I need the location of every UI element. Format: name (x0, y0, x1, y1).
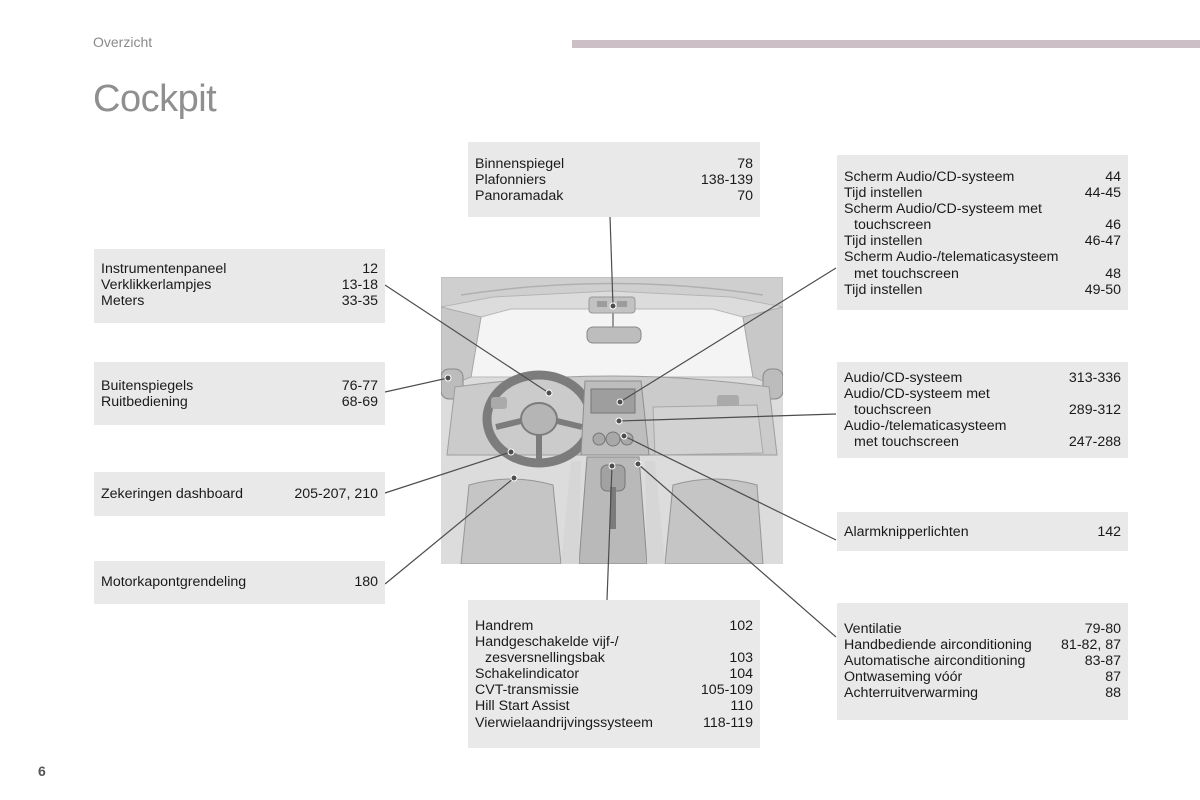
page-number: 6 (38, 763, 46, 779)
entry-row: Audio-/telematicasysteem (844, 418, 1007, 435)
entry-row: Handgeschakelde vijf-/ (475, 634, 619, 651)
page-title: Cockpit (93, 78, 217, 120)
entry-row: Scherm Audio/CD-systeem met (844, 201, 1042, 218)
cockpit-illustration (441, 277, 783, 564)
section-label: Overzicht (93, 34, 153, 50)
header-bar (572, 40, 1200, 48)
entry-row: Scherm Audio-/telematicasysteem (844, 249, 1059, 266)
entry-row: Audio/CD-systeem met (844, 386, 990, 403)
